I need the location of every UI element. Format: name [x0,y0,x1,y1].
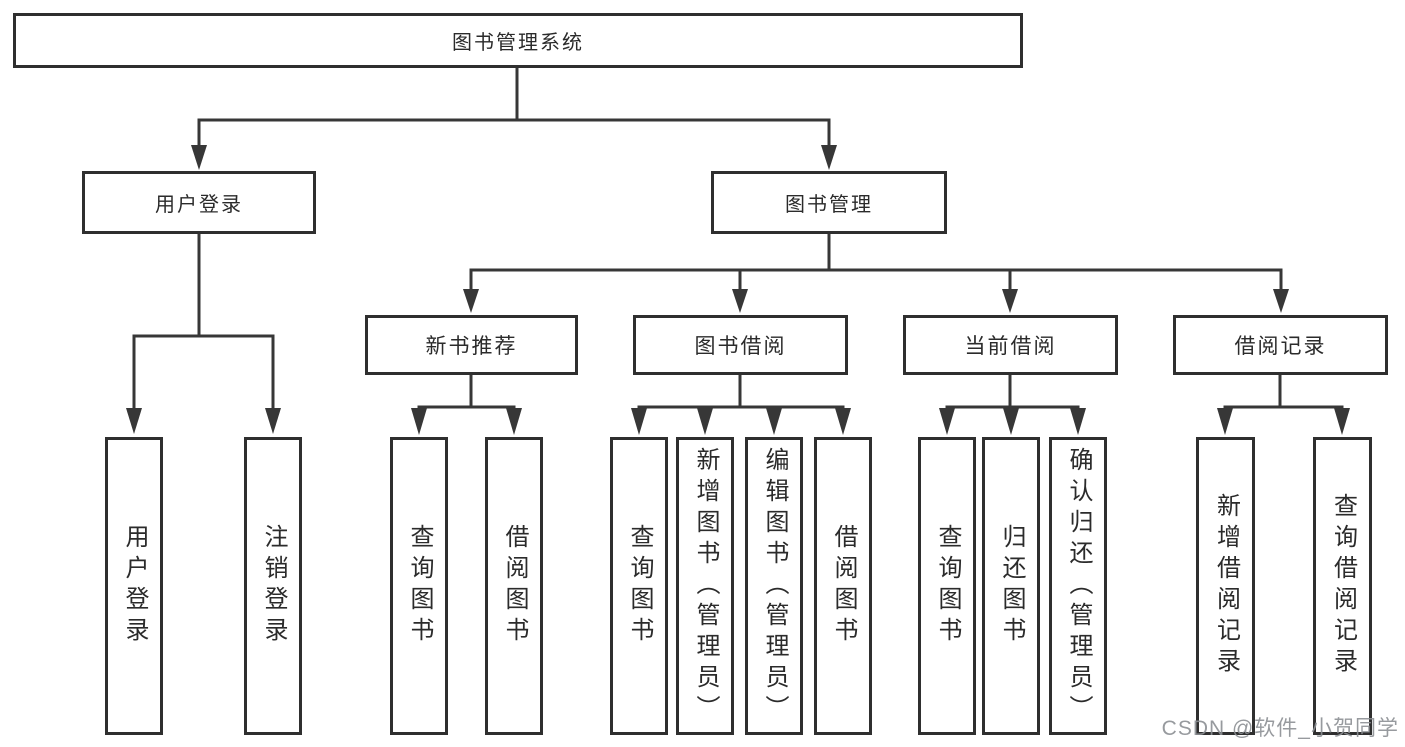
node-root-system: 图书管理系统 [13,13,1023,68]
leaf-query-books-current-label: 查询图书 [934,524,961,648]
leaf-return-books: 归还图书 [982,437,1040,735]
node-root-label: 图书管理系统 [452,32,584,54]
leaf-borrow-books-label: 借阅图书 [830,524,857,648]
node-current-borrow-label: 当前借阅 [964,335,1057,358]
leaf-user-login: 用户登录 [105,437,163,735]
leaf-query-books-current: 查询图书 [918,437,976,735]
leaf-logout-label: 注销登录 [260,524,287,648]
leaf-borrow-books-recommend-label: 借阅图书 [501,524,528,648]
leaf-borrow-books: 借阅图书 [814,437,872,735]
leaf-borrow-books-recommend: 借阅图书 [485,437,543,735]
leaf-edit-books-admin: 编辑图书（管理员） [745,437,803,735]
leaf-query-books-borrow: 查询图书 [610,437,668,735]
node-book-management-label: 图书管理 [785,194,873,216]
leaf-add-books-admin: 新增图书（管理员） [676,437,734,735]
node-current-borrow: 当前借阅 [903,315,1118,375]
node-book-borrow: 图书借阅 [633,315,848,375]
leaf-query-books-borrow-label: 查询图书 [626,524,653,648]
node-book-management: 图书管理 [711,171,947,234]
leaf-query-borrow-record: 查询借阅记录 [1313,437,1372,735]
leaf-user-login-label: 用户登录 [121,524,148,648]
leaf-logout: 注销登录 [244,437,302,735]
node-user-login: 用户登录 [82,171,316,234]
node-book-borrow-label: 图书借阅 [694,335,787,358]
leaf-add-books-admin-label: 新增图书（管理员） [692,446,719,726]
leaf-edit-books-admin-label: 编辑图书（管理员） [761,446,788,726]
leaf-query-books-recommend-label: 查询图书 [406,524,433,648]
node-user-login-label: 用户登录 [155,194,243,216]
node-new-book-recommend-label: 新书推荐 [425,335,518,358]
node-borrow-records-label: 借阅记录 [1234,335,1327,358]
leaf-confirm-return-admin-label: 确认归还（管理员） [1065,446,1092,726]
leaf-add-borrow-record: 新增借阅记录 [1196,437,1255,735]
csdn-watermark: CSDN @软件_小贺同学 [1161,717,1399,740]
leaf-confirm-return-admin: 确认归还（管理员） [1049,437,1107,735]
leaf-return-books-label: 归还图书 [998,524,1025,648]
node-borrow-records: 借阅记录 [1173,315,1388,375]
leaf-query-books-recommend: 查询图书 [390,437,448,735]
leaf-query-borrow-record-label: 查询借阅记录 [1329,493,1357,679]
leaf-add-borrow-record-label: 新增借阅记录 [1212,493,1240,679]
node-new-book-recommend: 新书推荐 [365,315,578,375]
